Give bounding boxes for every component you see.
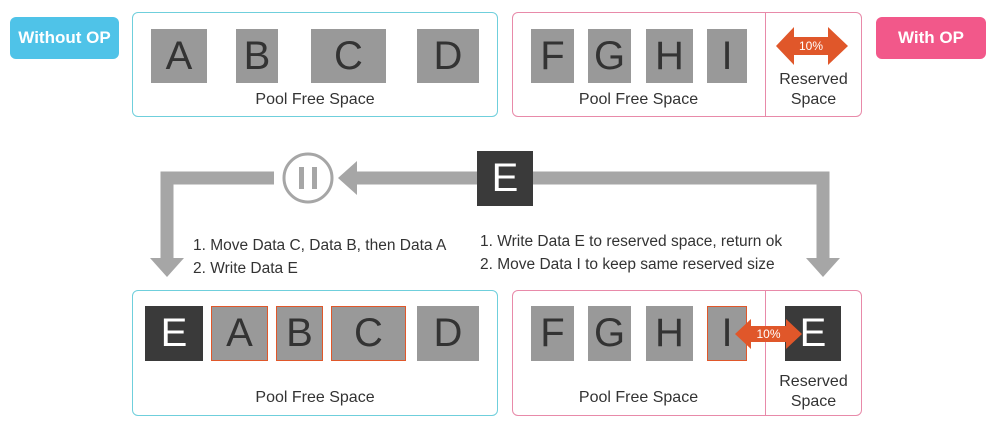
data-block-i: I	[707, 29, 747, 83]
flow-arrow-e-to-pause-head	[338, 161, 357, 195]
reserved-label-line-2: Space	[790, 393, 837, 410]
data-block-c: C	[311, 29, 386, 83]
flow-arrow-left	[160, 171, 274, 265]
data-block-h: H	[646, 306, 693, 361]
pool-free-space-caption: Pool Free Space	[578, 91, 699, 108]
data-block-a: A	[151, 29, 207, 83]
flow-arrow-right-head	[806, 258, 840, 277]
data-block-h: H	[646, 29, 693, 83]
without-op-badge: Without OP	[10, 17, 119, 59]
data-block-a: A	[211, 306, 268, 361]
reserved-divider	[765, 13, 766, 116]
pool-free-space-caption: Pool Free Space	[255, 91, 375, 108]
reserved-size-arrow-top	[776, 27, 848, 65]
step-2: 2. Write Data E	[193, 260, 298, 277]
pool-free-space-caption: Pool Free Space	[255, 389, 375, 406]
reserved-label-line-1: Reserved	[779, 373, 848, 390]
step-1: 1. Move Data C, Data B, then Data A	[193, 237, 447, 254]
steps-without-op: 1. Move Data C, Data B, then Data A 2. W…	[193, 234, 446, 280]
pause-icon	[282, 152, 334, 204]
data-block-b: B	[276, 306, 323, 361]
flow-arrow-left-head	[150, 258, 184, 277]
data-block-e: E	[145, 306, 203, 361]
step-1: 1. Write Data E to reserved space, retur…	[480, 233, 783, 250]
reserved-percent-bottom: 10%	[756, 327, 781, 341]
steps-with-op: 1. Write Data E to reserved space, retur…	[480, 230, 782, 276]
reserved-space-label: Reserved Space	[765, 70, 862, 110]
flow-arrow-right	[533, 171, 830, 265]
step-2: 2. Move Data I to keep same reserved siz…	[480, 256, 775, 273]
data-block-b: B	[236, 29, 278, 83]
reserved-divider	[765, 291, 766, 415]
incoming-data-block-e: E	[477, 151, 533, 206]
data-block-f: F	[531, 306, 574, 361]
with-op-badge: With OP	[876, 17, 986, 59]
reserved-label-line-2: Space	[790, 91, 837, 108]
pool-free-space-caption: Pool Free Space	[578, 389, 699, 406]
data-block-d: D	[417, 29, 479, 83]
data-block-g: G	[588, 306, 631, 361]
data-block-g: G	[588, 29, 631, 83]
data-block-d: D	[417, 306, 479, 361]
reserved-space-label: Reserved Space	[765, 372, 862, 412]
data-block-c: C	[331, 306, 406, 361]
reserved-percent-top: 10%	[798, 39, 824, 53]
data-block-f: F	[531, 29, 574, 83]
reserved-label-line-1: Reserved	[779, 71, 848, 88]
